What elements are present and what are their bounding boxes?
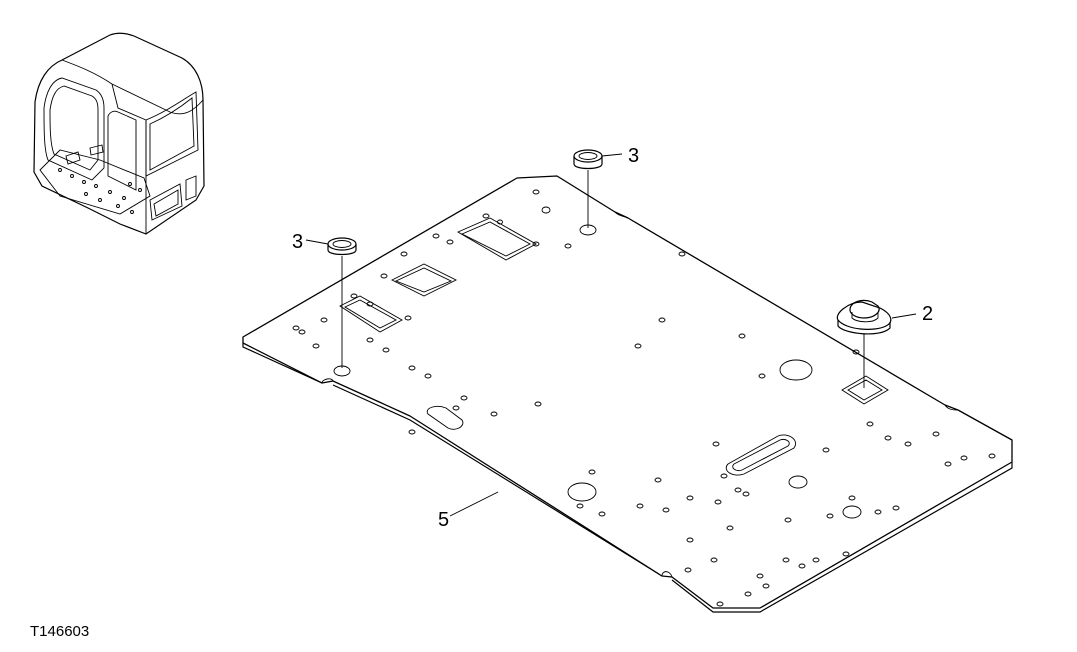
callout-label-grommet-right: 3: [628, 145, 639, 167]
callout-label-floor-plate: 5: [438, 509, 449, 531]
figure-id: T146603: [30, 623, 89, 640]
callout-label-plug: 2: [922, 303, 933, 325]
cab-locator-illustration: [33, 32, 205, 235]
bolt-holes: [292, 189, 996, 607]
oval-plug: [836, 299, 892, 388]
leader-lines: [305, 153, 917, 517]
floor-plate: [242, 175, 1013, 613]
callout-label-grommet-left: 3: [292, 231, 303, 253]
